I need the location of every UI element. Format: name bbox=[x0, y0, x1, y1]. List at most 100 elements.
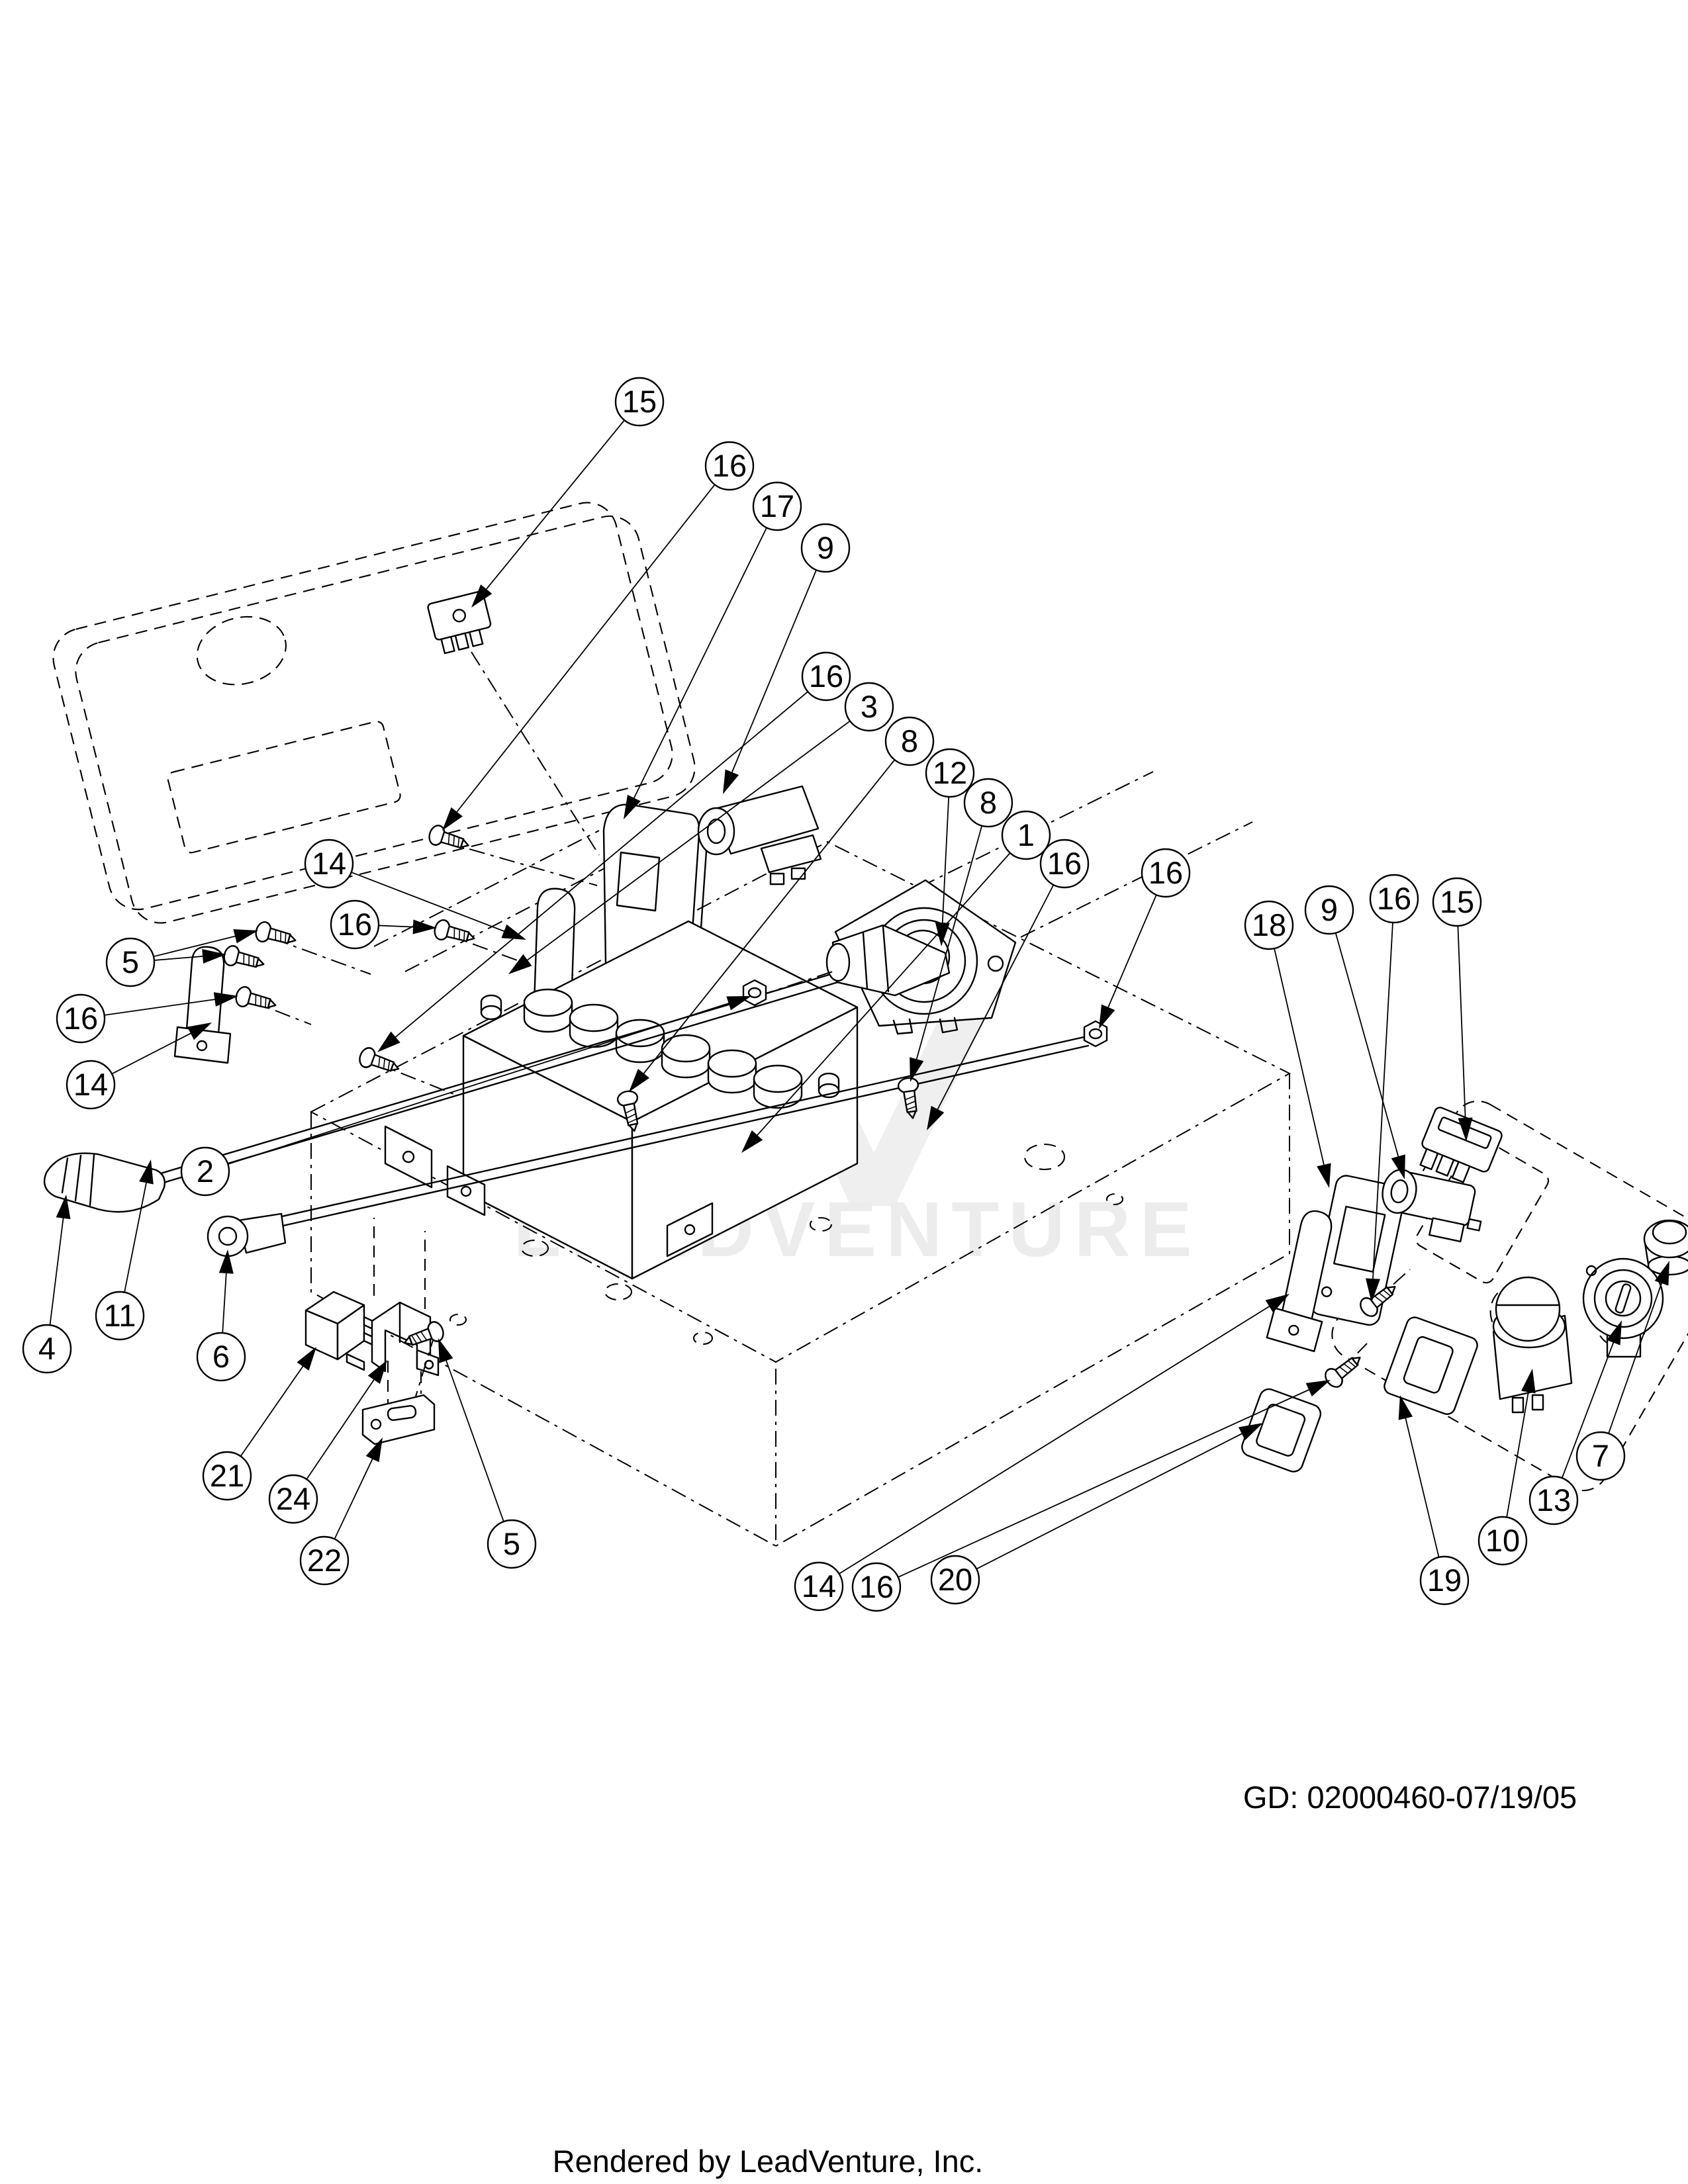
callout-balloon bbox=[925, 748, 975, 798]
callout-19: 19 bbox=[1398, 1395, 1470, 1606]
battery-cap-icon bbox=[707, 1049, 757, 1094]
callout-number: 4 bbox=[38, 1331, 56, 1366]
assembly-axis-screws bbox=[246, 840, 598, 1096]
footer-credit: Rendered by LeadVenture, Inc. bbox=[553, 2144, 984, 2179]
leader-arrowhead bbox=[213, 992, 238, 1007]
screw-icon bbox=[233, 984, 279, 1016]
leader-line bbox=[306, 1375, 378, 1480]
callout-balloon bbox=[851, 1562, 902, 1612]
callout-balloon bbox=[56, 993, 106, 1044]
leader-line bbox=[453, 484, 716, 817]
callout-number: 18 bbox=[1252, 907, 1286, 942]
callout-number: 8 bbox=[901, 723, 918, 758]
callout-balloon bbox=[1477, 1516, 1528, 1566]
callout-4: 4 bbox=[22, 1195, 72, 1374]
leader-line bbox=[124, 1177, 148, 1293]
callout-number: 24 bbox=[276, 1481, 310, 1516]
callout-balloon bbox=[704, 441, 755, 491]
callout-balloon bbox=[299, 1535, 350, 1586]
callout-number: 9 bbox=[1321, 892, 1338, 927]
leader-line bbox=[898, 1387, 1314, 1578]
callout-number: 5 bbox=[503, 1526, 520, 1561]
callout-number: 22 bbox=[307, 1543, 342, 1578]
callout-balloon bbox=[752, 481, 802, 531]
assembly-axis-right bbox=[415, 1269, 1411, 1397]
leader-arrowhead bbox=[297, 1347, 316, 1371]
leader-line bbox=[227, 1001, 734, 1165]
callout-number: 16 bbox=[859, 1569, 894, 1604]
solenoid-right bbox=[1382, 1169, 1482, 1243]
callout-number: 10 bbox=[1485, 1523, 1520, 1558]
callout-number: 15 bbox=[622, 384, 657, 419]
callout-balloon bbox=[66, 1060, 116, 1110]
callout-balloon bbox=[884, 716, 935, 766]
callout-8: 8 bbox=[910, 778, 1013, 1082]
pto-switch bbox=[1492, 1276, 1573, 1414]
leader-arrowhead bbox=[202, 949, 226, 964]
leader-arrowhead bbox=[741, 1130, 763, 1153]
leader-line bbox=[1457, 925, 1466, 1124]
leader-line bbox=[914, 825, 983, 1065]
callout-16: 16 bbox=[927, 839, 1090, 1130]
callout-balloon bbox=[930, 1555, 980, 1605]
callout-16: 16 bbox=[56, 992, 238, 1044]
callout-balloon bbox=[800, 523, 851, 573]
relay-bracket bbox=[361, 1394, 436, 1445]
mount-strap-left bbox=[173, 946, 232, 1064]
leader-arrowhead bbox=[56, 1195, 71, 1220]
leader-arrowhead bbox=[1606, 1320, 1622, 1345]
callout-balloon bbox=[801, 651, 851, 702]
leader-arrowhead bbox=[139, 1160, 154, 1185]
leader-line bbox=[1403, 1413, 1440, 1558]
callout-5: 5 bbox=[105, 929, 258, 987]
cable-end-boot bbox=[825, 924, 951, 997]
screw-icon bbox=[432, 917, 478, 949]
leader-arrowhead bbox=[1654, 1261, 1669, 1286]
battery-clamp-left bbox=[446, 1165, 486, 1216]
callout-number: 16 bbox=[809, 659, 843, 694]
callout-6: 6 bbox=[196, 1250, 246, 1382]
leader-arrowhead bbox=[624, 794, 641, 819]
leader-arrowhead bbox=[1317, 1163, 1331, 1188]
callout-8: 8 bbox=[629, 716, 935, 1092]
callout-number: 21 bbox=[210, 1458, 244, 1493]
leader-line bbox=[935, 884, 1055, 1115]
leader-line bbox=[631, 527, 767, 803]
ring-terminal bbox=[207, 1212, 287, 1257]
leader-arrowhead bbox=[233, 929, 258, 944]
leader-arrowhead bbox=[1391, 1154, 1405, 1179]
drawing-code: GD: 02000460-07/19/05 bbox=[1243, 1780, 1577, 1815]
callout-balloon bbox=[1244, 900, 1294, 950]
leader-arrowhead bbox=[1521, 1369, 1536, 1394]
ignition-switch bbox=[1582, 1257, 1664, 1358]
callout-number: 7 bbox=[1592, 1438, 1609, 1473]
solenoid-top bbox=[697, 785, 822, 886]
callout-number: 14 bbox=[73, 1067, 108, 1102]
hold-down-bracket bbox=[384, 1125, 433, 1189]
leader-line bbox=[1506, 1387, 1530, 1518]
leader-arrowhead bbox=[377, 1031, 400, 1052]
leader-line bbox=[976, 1430, 1247, 1570]
callout-number: 14 bbox=[312, 846, 346, 881]
callout-3: 3 bbox=[508, 682, 894, 974]
callout-14: 14 bbox=[304, 839, 526, 940]
leader-line bbox=[729, 569, 817, 778]
leader-line bbox=[49, 1212, 65, 1326]
battery-cap-icon bbox=[523, 988, 573, 1033]
leader-line bbox=[483, 420, 625, 594]
nut-icon bbox=[742, 979, 767, 1007]
callout-balloon bbox=[1432, 877, 1482, 927]
callout-14: 14 bbox=[794, 1294, 1289, 1612]
callout-17: 17 bbox=[624, 481, 802, 819]
callout-14: 14 bbox=[66, 1023, 212, 1110]
leader-arrowhead bbox=[723, 769, 739, 794]
callout-number: 3 bbox=[861, 689, 878, 724]
leader-line bbox=[1372, 922, 1393, 1285]
leader-line bbox=[351, 872, 510, 934]
callout-balloon bbox=[794, 1561, 844, 1612]
leader-arrowhead bbox=[367, 1360, 387, 1384]
callout-number: 20 bbox=[938, 1562, 972, 1597]
callout-15: 15 bbox=[1432, 877, 1482, 1142]
callout-balloon bbox=[1575, 1431, 1626, 1481]
